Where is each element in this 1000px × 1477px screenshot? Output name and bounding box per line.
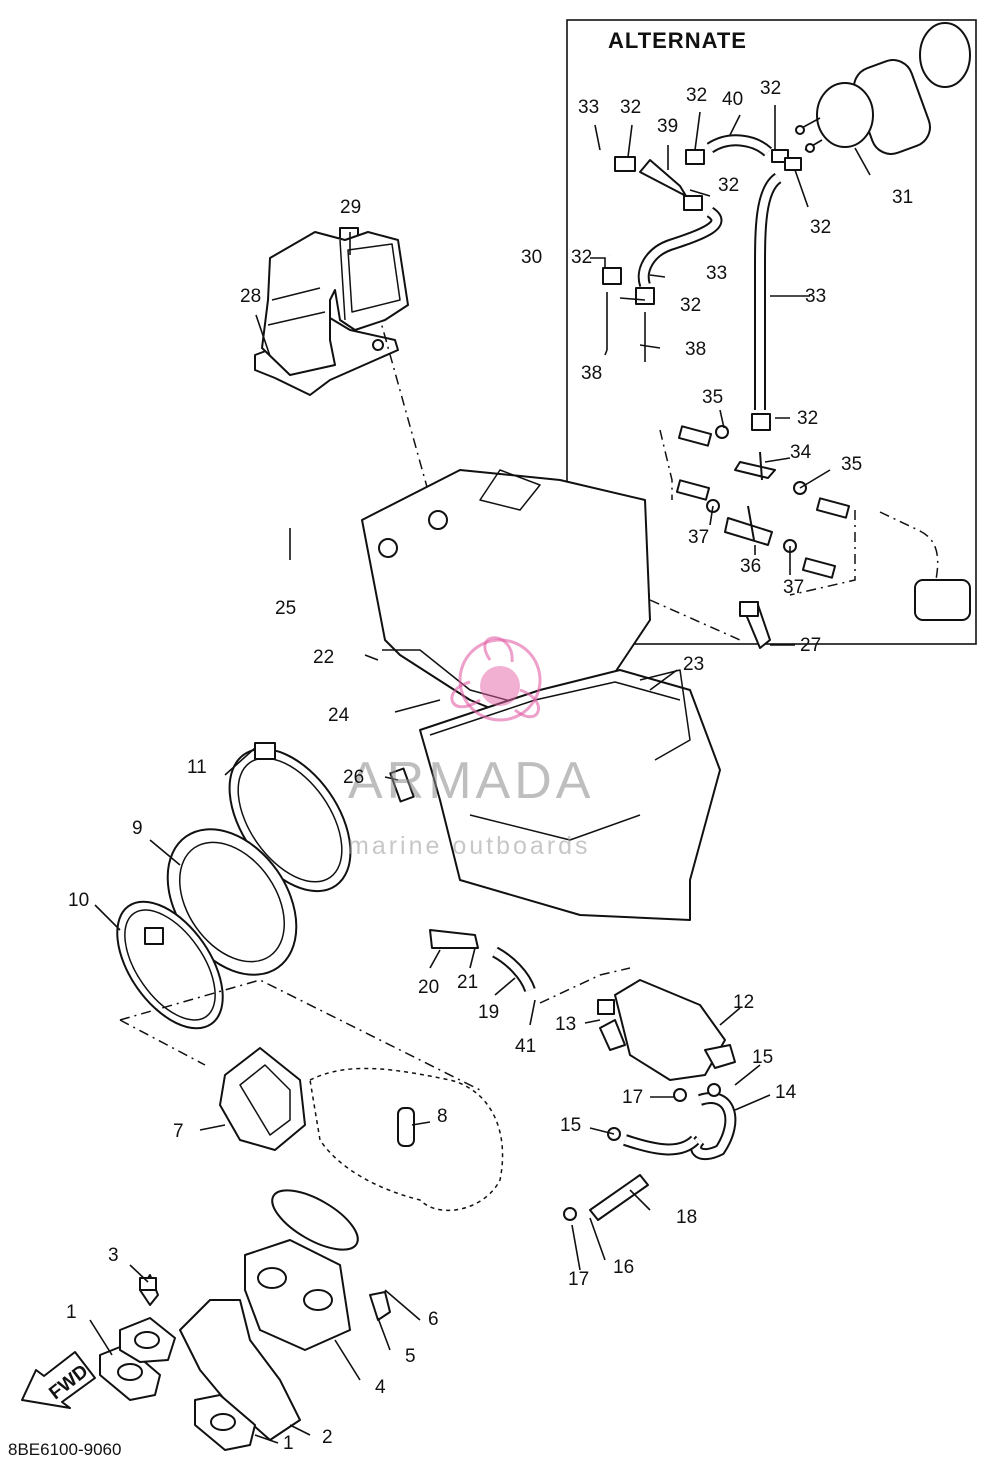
label-17: 17 xyxy=(568,1269,589,1290)
label-37: 37 xyxy=(783,577,804,598)
label-15: 15 xyxy=(752,1047,773,1068)
alternate-hoses xyxy=(585,134,971,621)
label-8: 8 xyxy=(437,1106,448,1127)
leaders xyxy=(89,105,871,1444)
label-21: 21 xyxy=(457,972,478,993)
label-22: 22 xyxy=(313,647,334,668)
label-30: 30 xyxy=(521,247,542,268)
label-28: 28 xyxy=(240,286,261,307)
label-32: 32 xyxy=(810,217,831,238)
label-32: 32 xyxy=(620,97,641,118)
label-32: 32 xyxy=(686,85,707,106)
label-16: 16 xyxy=(613,1257,634,1278)
label-32: 32 xyxy=(680,295,701,316)
label-35: 35 xyxy=(841,454,862,475)
intake-duct-25 xyxy=(261,231,409,376)
label-35: 35 xyxy=(702,387,723,408)
label-1: 1 xyxy=(66,1302,77,1323)
clamps-boots xyxy=(116,742,352,1030)
armada-watermark: ARMADA marine outboards xyxy=(348,636,594,860)
label-26: 26 xyxy=(343,767,364,788)
label-37: 37 xyxy=(688,527,709,548)
label-34: 34 xyxy=(790,442,812,463)
label-18: 18 xyxy=(676,1207,697,1228)
label-32: 32 xyxy=(718,175,739,196)
alternate-header: ALTERNATE xyxy=(608,28,747,53)
watermark-brand: ARMADA xyxy=(348,752,594,810)
part-code: 8BE6100-9060 xyxy=(8,1440,121,1459)
label-17: 17 xyxy=(622,1087,643,1108)
label-32: 32 xyxy=(797,408,818,429)
label-1: 1 xyxy=(283,1433,294,1454)
label-14: 14 xyxy=(775,1082,797,1103)
label-32: 32 xyxy=(571,247,592,268)
part-labels: 1 1 2 3 4 5 6 7 8 9 10 11 12 13 14 15 15… xyxy=(66,78,913,1454)
label-2: 2 xyxy=(322,1427,333,1448)
label-32: 32 xyxy=(760,78,781,99)
label-23: 23 xyxy=(683,654,704,675)
label-33: 33 xyxy=(706,263,727,284)
label-24: 24 xyxy=(328,705,350,726)
gaskets-1 xyxy=(99,1317,256,1451)
label-6: 6 xyxy=(428,1309,439,1330)
label-10: 10 xyxy=(68,890,89,911)
fuel-pump-12 xyxy=(429,929,737,1221)
label-13: 13 xyxy=(555,1014,576,1035)
label-5: 5 xyxy=(405,1346,416,1367)
label-19: 19 xyxy=(478,1002,499,1023)
label-4: 4 xyxy=(375,1377,386,1398)
label-39: 39 xyxy=(657,116,678,137)
gasket-7-pipe-8 xyxy=(219,1047,504,1212)
label-36: 36 xyxy=(740,556,761,577)
fuel-pump-31 xyxy=(795,22,971,155)
label-3: 3 xyxy=(108,1245,119,1266)
fwd-arrow: FWD xyxy=(21,1351,96,1409)
intake-manifold xyxy=(139,1189,391,1441)
label-29: 29 xyxy=(340,197,361,218)
label-9: 9 xyxy=(132,818,143,839)
alternate-box xyxy=(566,19,977,645)
label-40: 40 xyxy=(722,89,743,110)
label-27: 27 xyxy=(800,635,821,656)
label-15: 15 xyxy=(560,1115,581,1136)
label-33: 33 xyxy=(805,286,826,307)
label-7: 7 xyxy=(173,1121,184,1142)
label-20: 20 xyxy=(418,977,439,998)
label-25: 25 xyxy=(275,598,296,619)
label-38: 38 xyxy=(685,339,706,360)
watermark-tagline: marine outboards xyxy=(348,832,591,860)
label-41: 41 xyxy=(515,1036,536,1057)
label-31: 31 xyxy=(892,187,913,208)
label-33: 33 xyxy=(578,97,599,118)
label-38: 38 xyxy=(581,363,602,384)
bolt-27 xyxy=(739,601,771,649)
air-box xyxy=(361,469,721,921)
label-11: 11 xyxy=(187,757,207,778)
label-12: 12 xyxy=(733,992,754,1013)
